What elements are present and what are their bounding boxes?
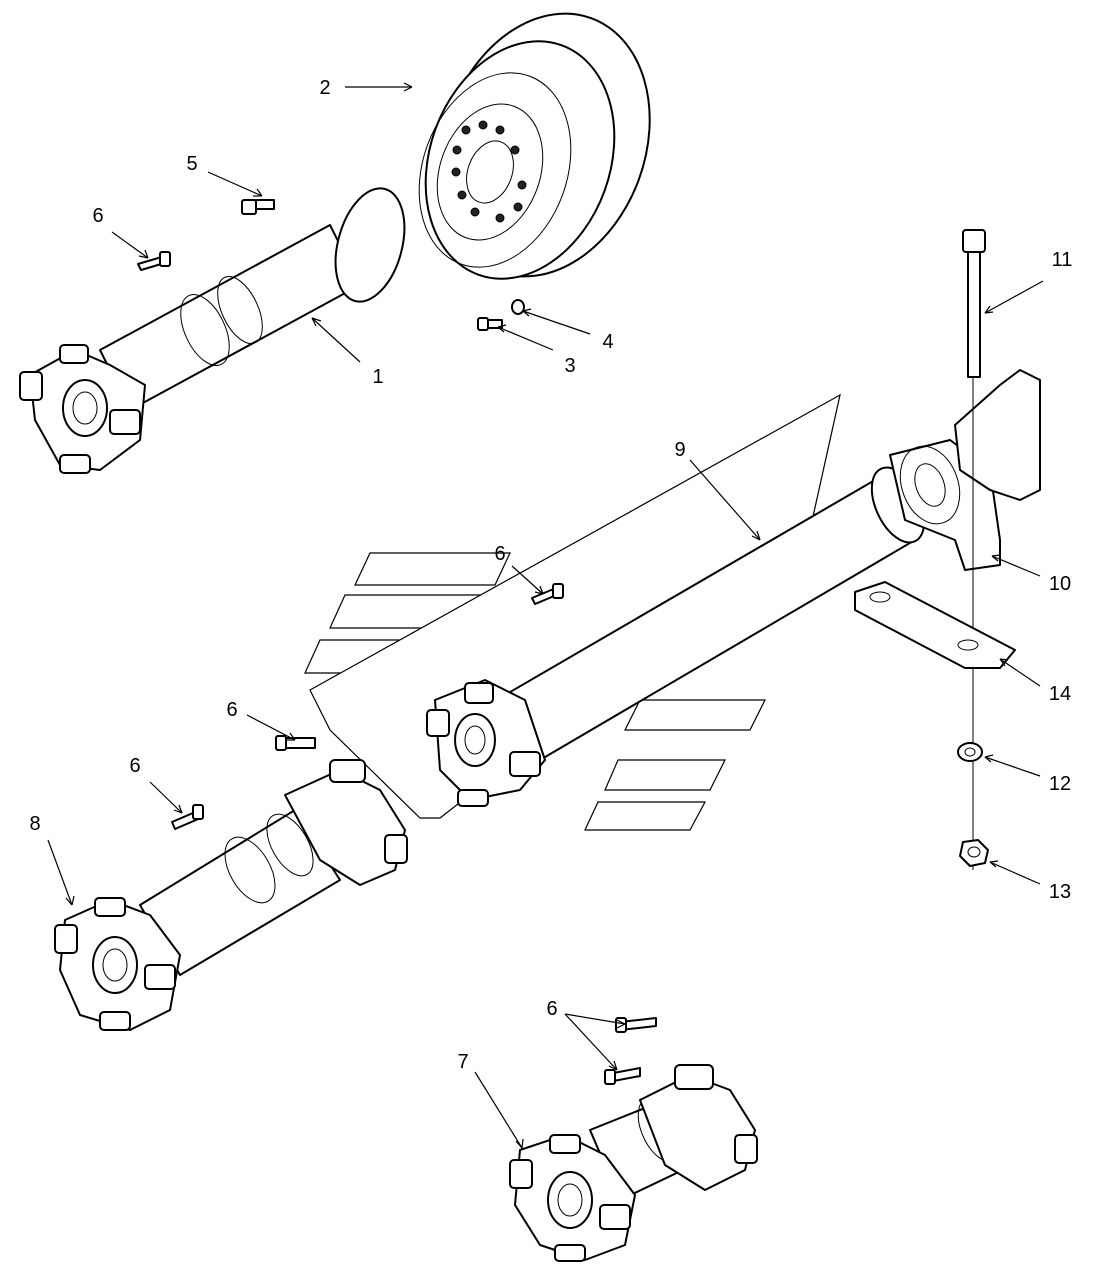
callout-1: 1 xyxy=(372,366,383,388)
callout-labels: 1 2 3 4 5 6 6 6 6 6 7 8 9 10 11 12 13 14 xyxy=(29,77,1072,1073)
callout-9: 9 xyxy=(674,439,685,461)
spacer-plate xyxy=(854,581,1016,669)
long-bolt xyxy=(962,229,986,870)
callout-13: 13 xyxy=(1049,881,1071,903)
callout-6a: 6 xyxy=(92,205,103,227)
callout-6c: 6 xyxy=(226,699,237,721)
washer xyxy=(957,742,983,762)
brake-drum xyxy=(418,12,651,280)
callout-8: 8 xyxy=(29,813,40,835)
callout-12: 12 xyxy=(1049,773,1071,795)
callout-3: 3 xyxy=(564,355,575,377)
flange-bolt xyxy=(241,199,275,215)
driveshaft-8 xyxy=(54,759,408,1031)
callout-5: 5 xyxy=(186,153,197,175)
leader-lines xyxy=(47,82,1044,1149)
callout-6b: 6 xyxy=(494,543,505,565)
callout-2: 2 xyxy=(319,77,330,99)
small-bolt-and-washer xyxy=(477,299,525,331)
callout-11: 11 xyxy=(1052,249,1073,271)
driveshaft-7 xyxy=(509,1064,758,1262)
cap-screws xyxy=(137,251,657,1085)
nut xyxy=(959,839,989,867)
driveshaft-1 xyxy=(19,187,406,474)
callout-6e: 6 xyxy=(546,998,557,1020)
callout-4: 4 xyxy=(602,331,613,353)
callout-6d: 6 xyxy=(129,755,140,777)
callout-7: 7 xyxy=(457,1051,468,1073)
callout-10: 10 xyxy=(1049,573,1071,595)
callout-14: 14 xyxy=(1049,683,1071,705)
driveshaft-9 xyxy=(426,466,926,807)
